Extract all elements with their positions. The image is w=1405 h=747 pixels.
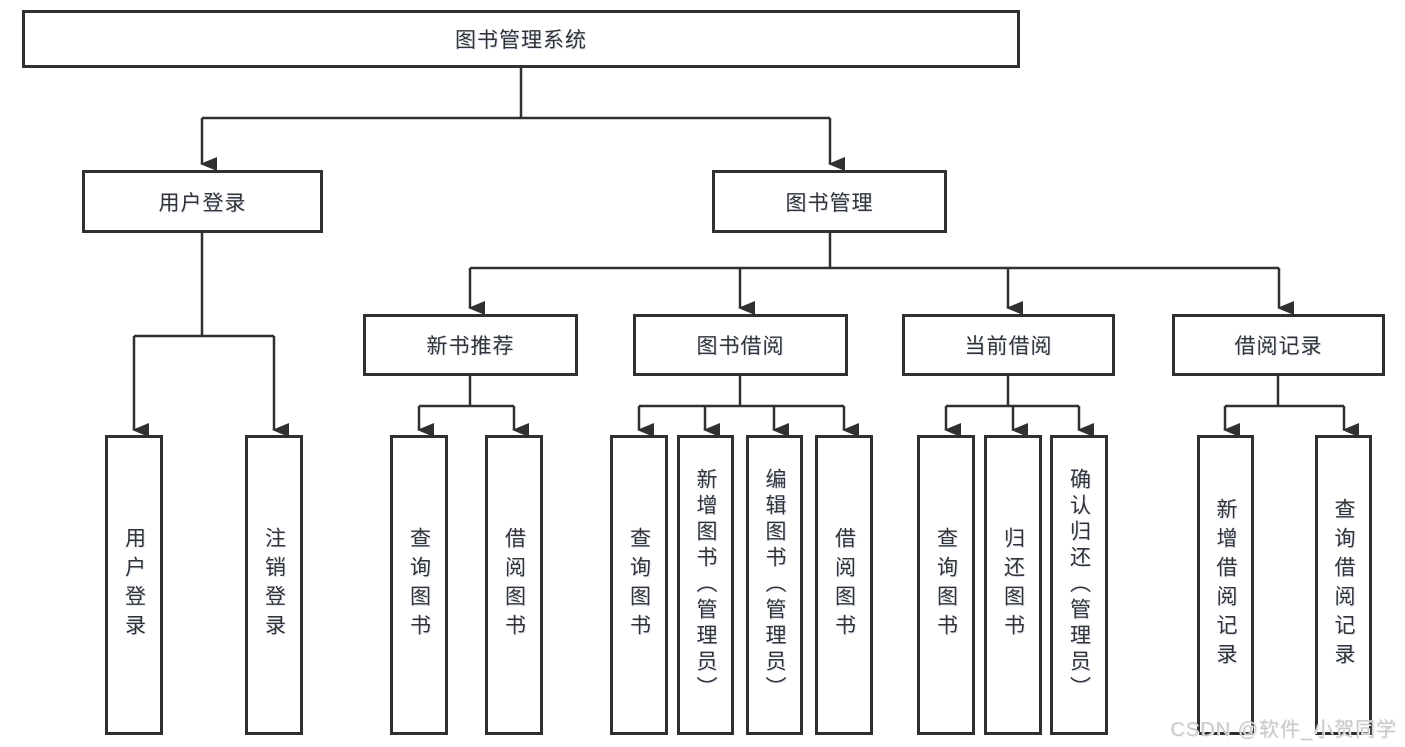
leaf-user-login-label: 用户登录: [122, 527, 146, 643]
node-borrowing-records: 借阅记录: [1172, 314, 1385, 376]
connector-book-mgmt-to-groups: [468, 233, 1294, 315]
connector-current-borrow-to-leaves: [944, 376, 1094, 437]
leaf-add-books-admin-label: 新增图书（管理员）: [694, 468, 717, 702]
leaf-borrow-books: 借阅图书: [815, 435, 873, 735]
leaf-query-borrow-record-label: 查询借阅记录: [1332, 498, 1355, 672]
leaf-logout-label: 注销登录: [262, 527, 286, 643]
node-book-management-label: 图书管理: [785, 191, 874, 215]
node-user-login: 用户登录: [82, 170, 323, 233]
node-current-borrowing: 当前借阅: [902, 314, 1115, 376]
leaf-query-books-current: 查询图书: [917, 435, 975, 735]
leaf-query-books-borrowing-label: 查询图书: [627, 527, 651, 643]
leaf-query-books-current-label: 查询图书: [934, 527, 958, 643]
connector-borrow-records-to-leaves: [1223, 376, 1359, 437]
connector-new-book-to-leaves: [417, 376, 529, 437]
connector-root-to-level2: [200, 68, 845, 171]
leaf-add-borrow-record: 新增借阅记录: [1197, 435, 1254, 735]
node-new-book-recommendation: 新书推荐: [363, 314, 578, 376]
leaf-confirm-return-admin: 确认归还（管理员）: [1050, 435, 1108, 735]
node-root-label: 图书管理系统: [455, 29, 587, 52]
leaf-confirm-return-admin-label: 确认归还（管理员）: [1067, 468, 1091, 702]
node-borrowing-records-label: 借阅记录: [1234, 335, 1323, 358]
node-current-borrowing-label: 当前借阅: [964, 335, 1053, 358]
node-root-system: 图书管理系统: [22, 10, 1020, 68]
leaf-add-books-admin: 新增图书（管理员）: [677, 435, 734, 735]
leaf-edit-books-admin: 编辑图书（管理员）: [746, 435, 803, 735]
node-new-book-recommendation-label: 新书推荐: [426, 335, 515, 358]
connector-user-login-to-leaves: [132, 233, 289, 437]
node-book-borrowing-label: 图书借阅: [696, 335, 785, 358]
csdn-watermark: CSDN @软件_小贺同学: [1170, 719, 1397, 741]
leaf-borrow-books-recommendation: 借阅图书: [485, 435, 543, 735]
leaf-borrow-books-recommendation-label: 借阅图书: [502, 527, 526, 643]
leaf-edit-books-admin-label: 编辑图书（管理员）: [763, 468, 786, 702]
node-book-borrowing: 图书借阅: [633, 314, 848, 376]
connector-book-borrow-to-leaves: [637, 376, 859, 437]
leaf-logout: 注销登录: [245, 435, 303, 735]
leaf-query-borrow-record: 查询借阅记录: [1315, 435, 1372, 735]
node-book-management: 图书管理: [712, 170, 947, 233]
leaf-query-books-recommendation-label: 查询图书: [407, 527, 431, 643]
leaf-user-login: 用户登录: [105, 435, 163, 735]
leaf-add-borrow-record-label: 新增借阅记录: [1214, 498, 1237, 672]
leaf-return-books: 归还图书: [984, 435, 1042, 735]
leaf-query-books-recommendation: 查询图书: [390, 435, 448, 735]
leaf-return-books-label: 归还图书: [1001, 527, 1025, 643]
node-user-login-label: 用户登录: [158, 191, 247, 215]
leaf-query-books-borrowing: 查询图书: [610, 435, 668, 735]
leaf-borrow-books-label: 借阅图书: [832, 527, 856, 643]
